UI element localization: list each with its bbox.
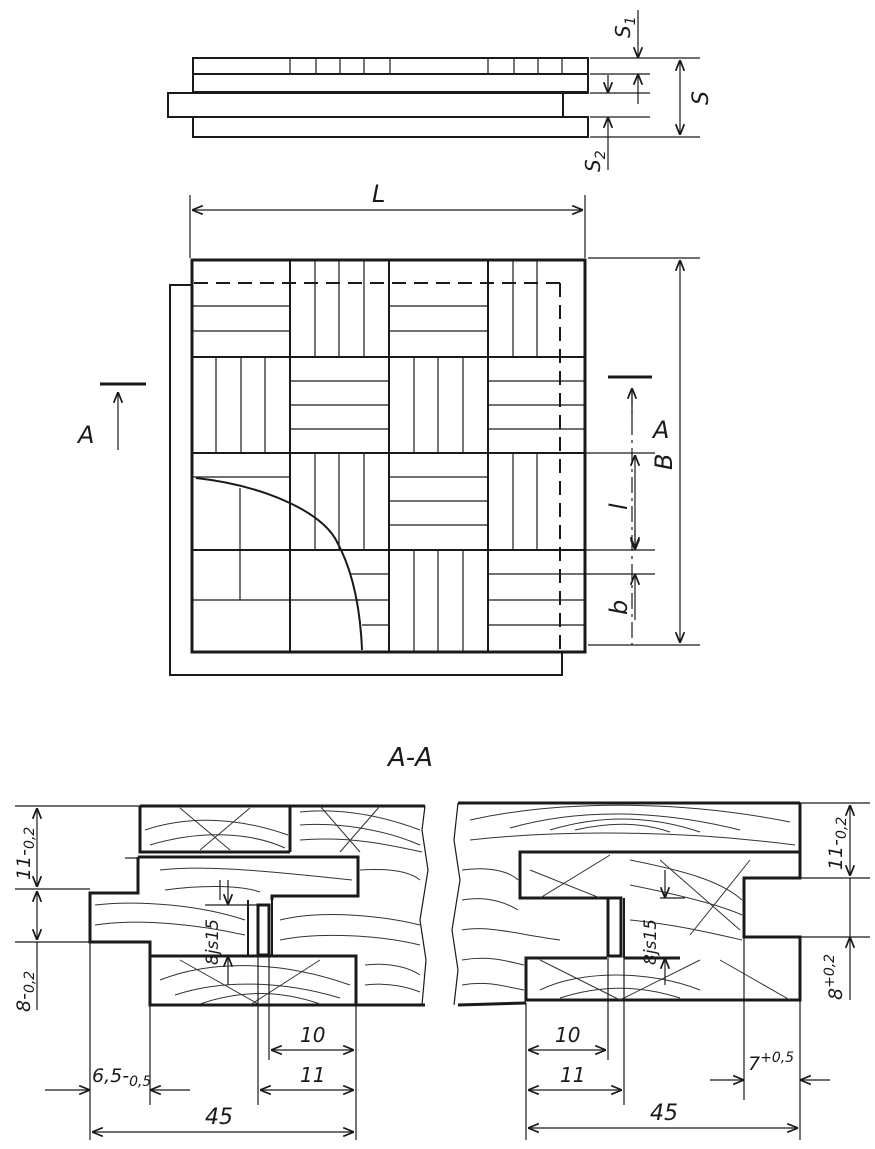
- label-s: S: [689, 91, 714, 105]
- edge-view: S1 S S2: [167, 10, 714, 172]
- row-4-tiles: [192, 550, 585, 652]
- dim-left-11-bottom: 11: [300, 1063, 325, 1087]
- dim-right-45: 45: [650, 1101, 678, 1126]
- label-s2: S2: [581, 150, 609, 172]
- label-A-right: A: [651, 416, 669, 444]
- dim-left-45: 45: [205, 1105, 233, 1130]
- dim-left-tongue: 8js15: [203, 919, 223, 965]
- section-title: A-A: [386, 743, 433, 773]
- label-l: l: [605, 503, 633, 510]
- dim-right-11: 11-0,2: [825, 817, 850, 870]
- dim-left-10: 10: [300, 1023, 325, 1047]
- row-2-tiles: [215, 357, 585, 453]
- dim-left-11: 11-0,2: [13, 827, 38, 880]
- label-B: B: [650, 454, 678, 470]
- dim-right-11-bottom: 11: [560, 1063, 585, 1087]
- section-right: 11-0,2 8+0,2 8js15 10 11 7+0,5 45: [451, 801, 870, 1140]
- dim-right-tongue: 8js15: [641, 919, 661, 965]
- label-b: b: [605, 600, 633, 615]
- dim-right-10: 10: [555, 1023, 580, 1047]
- cutaway-edge: [195, 477, 363, 651]
- label-s1: S1: [611, 16, 639, 38]
- dim-right-8: 8+0,2: [822, 954, 847, 1000]
- label-L: L: [372, 180, 385, 208]
- plan-view: L: [76, 180, 700, 676]
- dim-right-7: 7+0,5: [748, 1050, 794, 1075]
- section-left: 11-0,2 8-0,2 8js15 10 11 6,5-0,5 45: [13, 804, 429, 1140]
- label-A-left: A: [76, 421, 94, 449]
- row-3-tiles: [192, 453, 538, 550]
- dim-left-65: 6,5-0,5: [92, 1065, 151, 1090]
- row-1-tiles: [192, 260, 538, 357]
- dim-left-8: 8-0,2: [13, 971, 38, 1012]
